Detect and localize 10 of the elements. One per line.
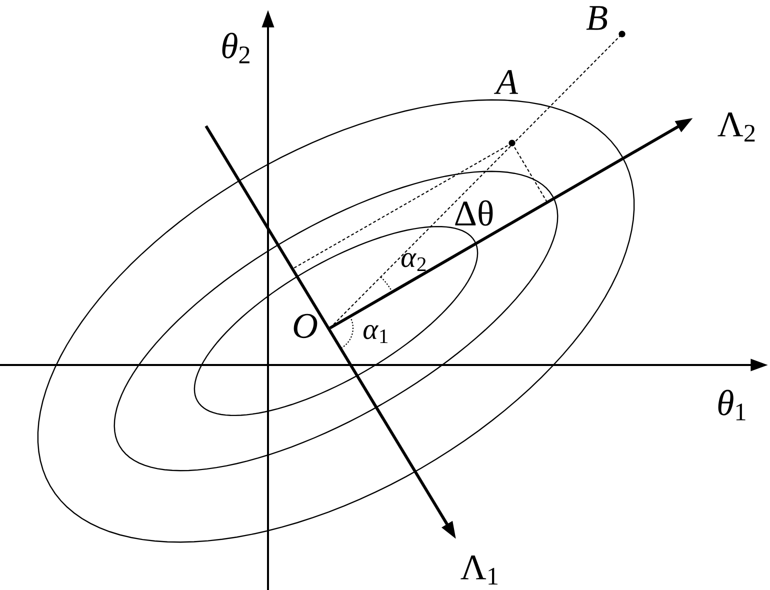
axis-label: Λ$_{2}$ [718,112,755,142]
point-label: O [294,314,318,338]
angle-label: α$_{2}$ [401,253,426,271]
point-label: A [494,70,518,94]
angle-label: Δθ [455,200,493,226]
point-label: B [586,6,608,30]
axis-label: Λ$_{1}$ [460,556,498,584]
axis-label: θ$_{2}$ [222,32,250,64]
angle-label: α$_{1}$ [363,325,388,343]
axis-label: θ$_{1}$ [718,390,746,420]
